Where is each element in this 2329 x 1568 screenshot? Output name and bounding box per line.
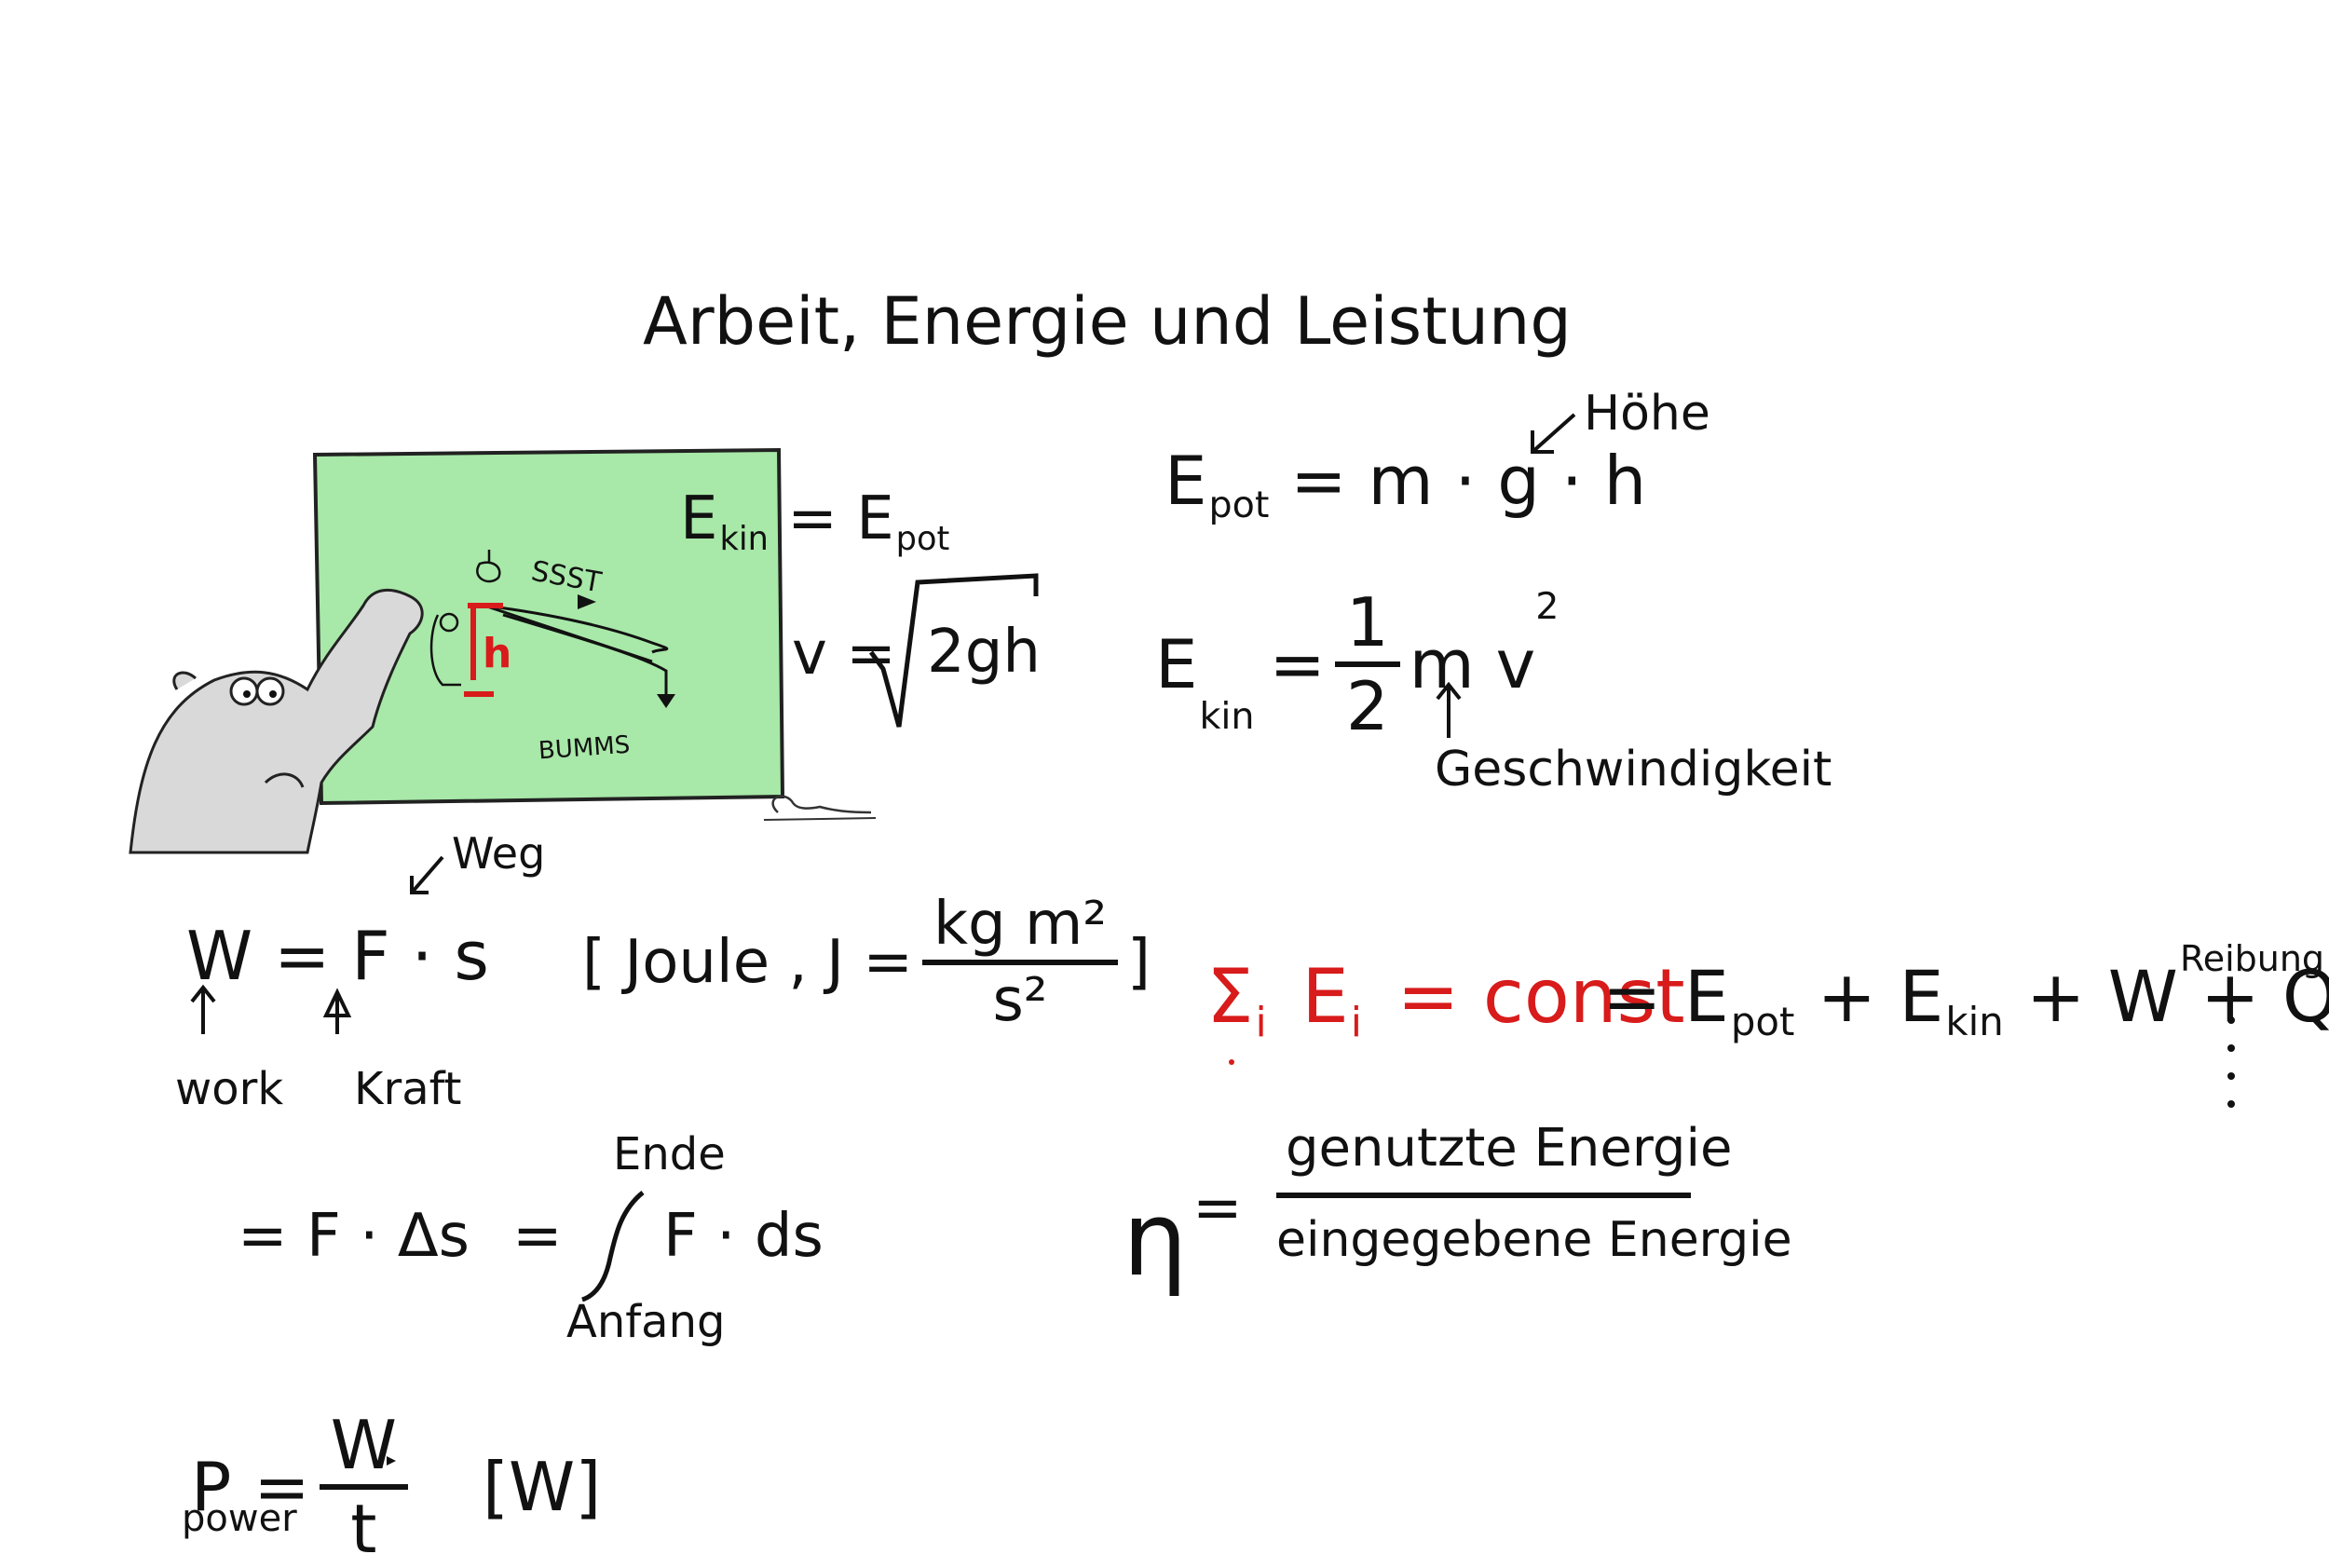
height-label: h [483, 630, 512, 677]
epot-formula: Epot = m · g · h [1164, 442, 1647, 526]
integral-eq: = [512, 1202, 563, 1271]
page-title: Arbeit, Energie und Leistung [643, 283, 1572, 360]
ekin-fraction: 1 2 [1334, 589, 1400, 740]
bear-eye [255, 676, 285, 706]
integral-sign [581, 1191, 645, 1302]
geschwindigkeit-label: Geschwindigkeit [1435, 742, 1832, 798]
arrow-to-hoehe [1531, 413, 1576, 454]
height-marker [464, 603, 503, 697]
eta-denominator: eingegebene Energie [1276, 1212, 1792, 1268]
eta-numerator: genutzte Energie [1286, 1118, 1733, 1179]
eta-symbol: η [1123, 1179, 1188, 1299]
work-label: work [175, 1063, 284, 1115]
bear-eye [229, 676, 259, 706]
arrow-right-icon [578, 594, 596, 609]
weg-label: Weg [452, 828, 546, 879]
integral-upper: Ende [613, 1128, 726, 1180]
board-v-formula-left: v = [792, 620, 896, 689]
power-fraction: W t [319, 1411, 408, 1562]
trajectory-line [484, 604, 669, 654]
integral-body: F · ds [663, 1202, 824, 1271]
bumms-label: BUMMS [538, 730, 632, 766]
joule-unit: [ Joule , J = kg m² s² ] [582, 890, 1151, 1035]
reibung-label: Reibung [2180, 938, 2325, 979]
kraft-label: Kraft [354, 1063, 462, 1115]
arrow-down-icon [657, 694, 675, 708]
eta-eq: = [1192, 1174, 1243, 1243]
sqrt-sign [868, 573, 1039, 728]
board-v-formula-root: 2gh [927, 618, 1041, 687]
energy-sum-rhs: = Epot + Ekin + W + Q + [1602, 955, 2329, 1044]
integral-lower: Anfang [566, 1296, 726, 1348]
work-formula: W = F · s [186, 917, 489, 995]
joule-fraction: kg m² s² [921, 894, 1118, 1030]
continuation-dots [2227, 1016, 2235, 1108]
signature [771, 795, 872, 814]
integral-lhs: = F · Δs [238, 1202, 470, 1271]
power-label: power [182, 1497, 297, 1540]
arrow-to-weg [410, 855, 444, 894]
board-ekin-epot: Ekin = Epot [680, 484, 950, 559]
energy-sum: Σi Ei = const [1206, 953, 1685, 1047]
flowerpot-figure [429, 550, 501, 687]
bear-illustration [129, 588, 424, 854]
hoehe-label: Höhe [1584, 386, 1710, 442]
power-formula: P = W t [W] [191, 1406, 602, 1568]
